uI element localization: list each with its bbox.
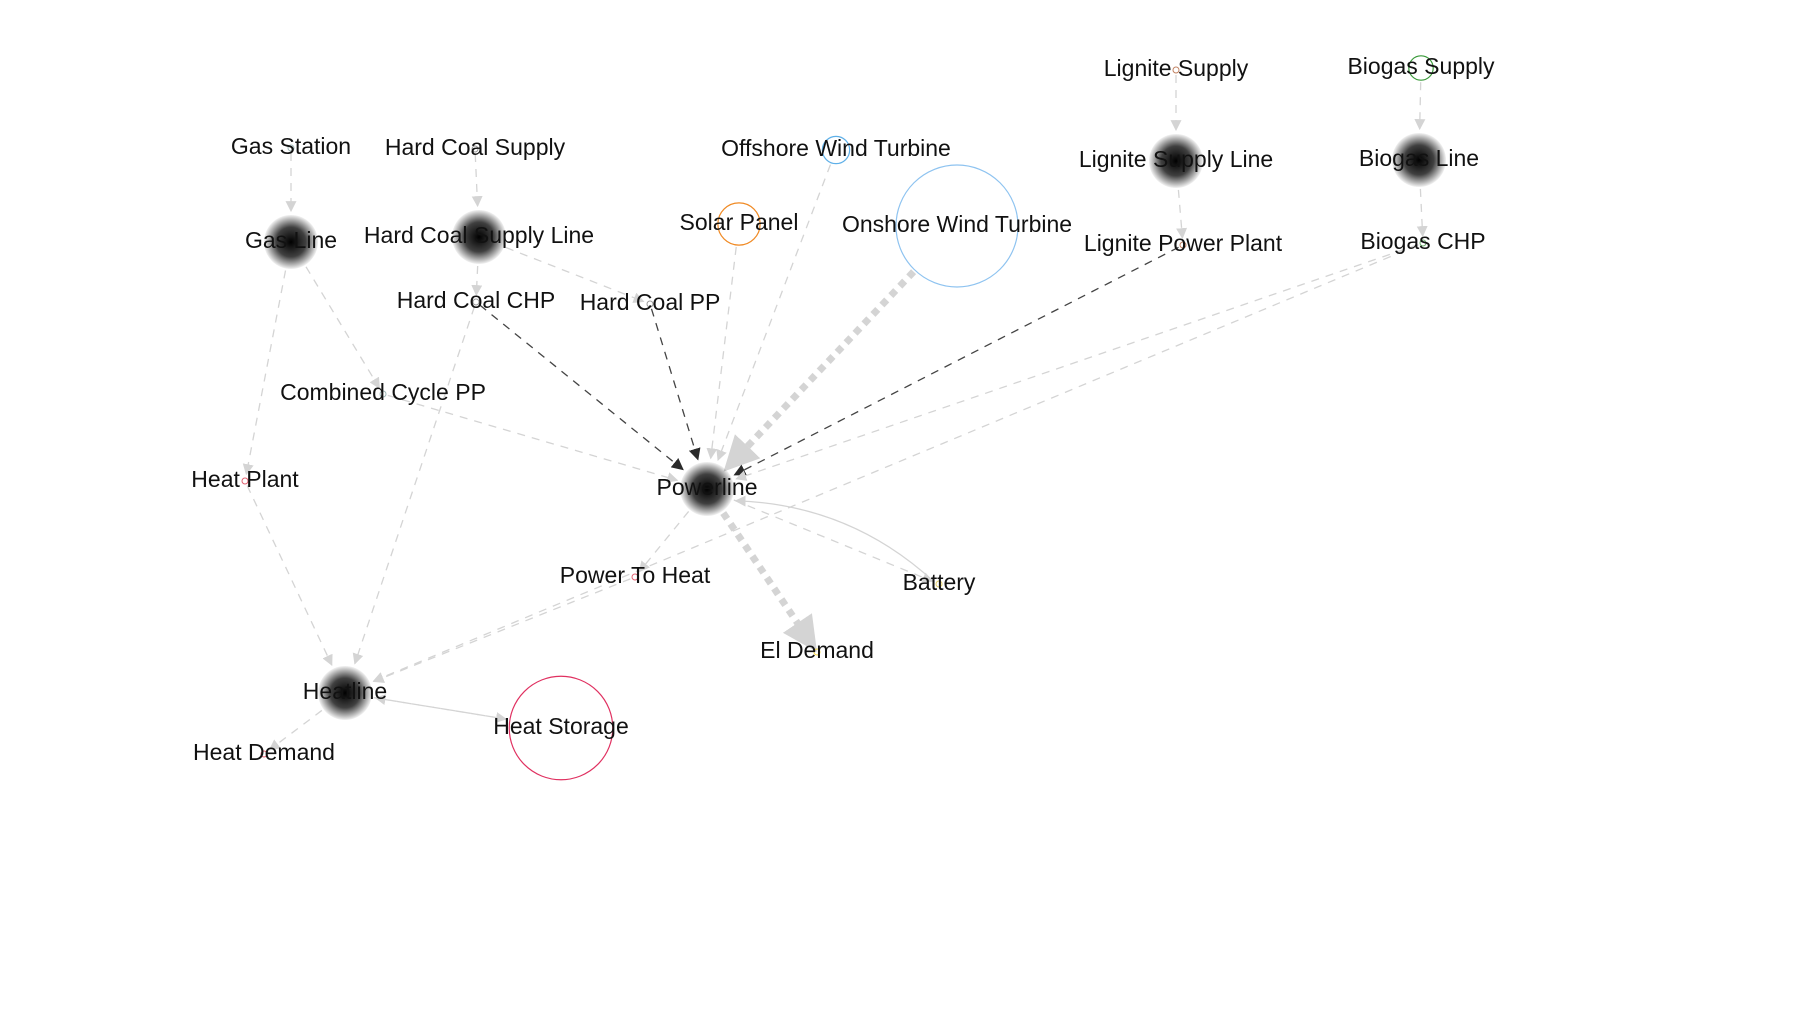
node-label-biogas-supply: Biogas Supply [1347, 53, 1495, 79]
node-heat-storage[interactable] [508, 675, 614, 781]
edge-heatline-to-heat-storage [373, 696, 508, 723]
node-label-hard-coal-chp: Hard Coal CHP [397, 287, 556, 313]
edge-hard-coal-supply-line-to-hard-coal-pp [505, 246, 645, 303]
node-label-offshore-wind-turbine: Offshore Wind Turbine [721, 135, 951, 161]
node-solar-panel[interactable] [717, 202, 761, 246]
edge-powerline-to-battery [733, 499, 934, 583]
node-gas-station[interactable] [287, 144, 295, 152]
edge-solar-panel-to-powerline [706, 246, 737, 460]
edge-battery-to-powerline [734, 495, 935, 583]
node-battery[interactable] [935, 580, 943, 588]
edge-biogas-supply-to-biogas-line [1414, 82, 1426, 131]
node-label-solar-panel: Solar Panel [680, 209, 799, 235]
edge-hard-coal-supply-to-hard-coal-supply-line [471, 153, 483, 208]
node-label-hard-coal-pp: Hard Coal PP [580, 289, 721, 315]
node-label-lignite-power-plant: Lignite Power Plant [1084, 230, 1283, 256]
edge-hard-coal-pp-to-powerline [650, 308, 701, 461]
node-el-demand[interactable] [813, 648, 821, 656]
edge-gas-line-to-heat-plant [242, 270, 287, 476]
edge-combined-cycle-pp-to-powerline [387, 394, 679, 483]
node-lignite-power-plant[interactable] [1179, 241, 1187, 249]
edge-gas-line-to-combined-cycle-pp [305, 266, 380, 389]
node-label-hard-coal-supply: Hard Coal Supply [385, 134, 566, 160]
edge-heat-storage-to-heatline [374, 694, 509, 721]
edge-powerline-to-el-demand [720, 511, 817, 652]
node-label-onshore-wind-turbine: Onshore Wind Turbine [842, 211, 1072, 237]
node-hard-coal-chp[interactable] [472, 298, 480, 306]
node-lignite-supply-line[interactable] [1149, 134, 1203, 188]
node-hard-coal-supply[interactable] [471, 145, 479, 153]
node-label-heat-demand: Heat Demand [193, 739, 335, 765]
node-hard-coal-pp[interactable] [646, 300, 654, 308]
node-power-to-heat[interactable] [631, 573, 639, 581]
node-heat-plant[interactable] [241, 477, 249, 485]
node-label-gas-line: Gas Line [245, 227, 337, 253]
node-label-battery: Battery [903, 569, 976, 595]
node-onshore-wind-turbine[interactable] [895, 164, 1019, 288]
node-biogas-supply[interactable] [1408, 55, 1434, 81]
edge-powerline-to-power-to-heat [638, 511, 690, 573]
nodes-layer [241, 55, 1446, 781]
edge-lignite-power-plant-to-powerline [733, 246, 1179, 476]
node-label-heat-storage: Heat Storage [493, 713, 629, 739]
edge-heat-plant-to-heatline [246, 485, 333, 666]
node-label-heat-plant: Heat Plant [191, 466, 299, 492]
node-label-lignite-supply: Lignite Supply [1104, 55, 1249, 81]
node-label-gas-station: Gas Station [231, 133, 351, 159]
node-label-heatline: Heatline [303, 678, 387, 704]
node-heat-demand[interactable] [260, 750, 268, 758]
edge-heatline-to-heat-demand [268, 709, 323, 751]
node-biogas-chp[interactable] [1419, 239, 1427, 247]
node-lignite-supply[interactable] [1172, 66, 1180, 74]
node-heatline[interactable] [318, 666, 372, 720]
node-biogas-line[interactable] [1392, 133, 1446, 187]
node-label-biogas-line: Biogas Line [1359, 145, 1479, 171]
node-label-power-to-heat: Power To Heat [560, 562, 711, 588]
edge-hard-coal-supply-line-to-hard-coal-chp [471, 265, 483, 297]
edges-layer [242, 75, 1428, 751]
edge-hard-coal-chp-to-heatline [352, 306, 476, 665]
node-gas-line[interactable] [264, 215, 318, 269]
edge-biogas-chp-to-powerline [735, 244, 1419, 481]
edge-biogas-line-to-biogas-chp [1416, 188, 1428, 238]
node-powerline[interactable] [680, 462, 734, 516]
node-label-powerline: Powerline [657, 474, 758, 500]
node-label-el-demand: El Demand [760, 637, 874, 663]
node-label-biogas-chp: Biogas CHP [1360, 228, 1485, 254]
node-hard-coal-supply-line[interactable] [452, 210, 506, 264]
edge-onshore-wind-turbine-to-powerline [723, 269, 917, 472]
node-offshore-wind-turbine[interactable] [821, 135, 851, 165]
node-label-hard-coal-supply-line: Hard Coal Supply Line [364, 222, 594, 248]
node-label-lignite-supply-line: Lignite Supply Line [1079, 146, 1273, 172]
node-combined-cycle-pp[interactable] [379, 390, 387, 398]
edge-hard-coal-chp-to-powerline [479, 304, 684, 471]
edge-offshore-wind-turbine-to-powerline [716, 164, 832, 462]
edge-power-to-heat-to-heatline [372, 578, 631, 683]
node-label-combined-cycle-pp: Combined Cycle PP [280, 379, 486, 405]
